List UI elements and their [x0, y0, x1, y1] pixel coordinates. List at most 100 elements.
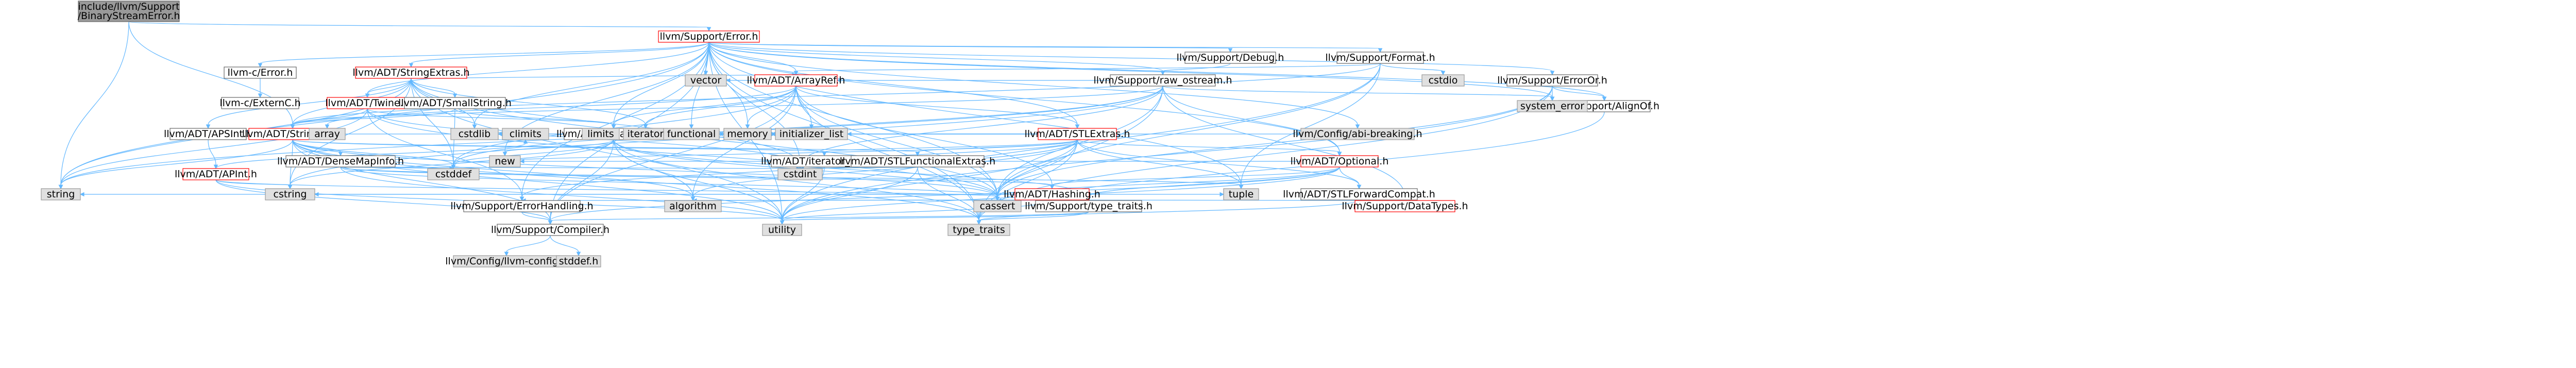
node-label: llvm-c/Error.h — [228, 67, 293, 78]
node-externc[interactable]: llvm-c/ExternC.h — [219, 97, 301, 109]
node-debug[interactable]: llvm/Support/Debug.h — [1177, 52, 1284, 64]
node-limits[interactable]: limits — [582, 128, 620, 140]
node-memory[interactable]: memory — [723, 128, 772, 140]
node-functional[interactable]: functional — [663, 128, 720, 140]
arrowhead — [1355, 124, 1360, 129]
node-climits[interactable]: climits — [502, 128, 549, 140]
node-box — [685, 74, 727, 87]
node-label: llvm/Support/raw_ostream.h — [1093, 75, 1232, 86]
node-vector[interactable]: vector — [685, 74, 727, 87]
edge-cerror-to-externc — [258, 78, 263, 98]
node-format[interactable]: llvm/Support/Format.h — [1325, 52, 1435, 64]
node-cstddef[interactable]: cstddef — [427, 168, 480, 180]
arrowhead — [523, 139, 528, 144]
arrowhead — [548, 220, 553, 225]
node-label: cassert — [980, 200, 1015, 212]
node-abibreaking[interactable]: llvm/Config/abi-breaking.h — [1293, 128, 1422, 140]
node-error[interactable]: llvm/Support/Error.h — [658, 30, 760, 43]
node-box — [450, 128, 499, 140]
node-twine[interactable]: llvm/ADT/Twine.h — [325, 97, 410, 109]
arrowhead — [472, 124, 477, 129]
node-label: new — [495, 156, 515, 167]
arrowhead — [779, 220, 785, 225]
node-llvmconfig[interactable]: llvm/Config/llvm-config.h — [445, 255, 568, 267]
arrowhead — [745, 124, 750, 129]
node-label: llvm/ADT/Optional.h — [1291, 156, 1389, 167]
node-root: include/llvm/Support/BinaryStreamError.h — [78, 1, 180, 22]
arrowhead — [995, 196, 1000, 202]
node-cassert[interactable]: cassert — [973, 200, 1022, 212]
arrowhead — [822, 152, 827, 157]
edge-optional-to-stlfwd — [1339, 166, 1362, 190]
node-densemapinfo[interactable]: llvm/ADT/DenseMapInfo.h — [277, 155, 404, 168]
arrowhead — [290, 124, 295, 129]
node-smallstring[interactable]: llvm/ADT/SmallString.h — [398, 97, 512, 109]
node-cstdlib[interactable]: cstdlib — [450, 128, 499, 140]
node-stringextras[interactable]: llvm/ADT/StringExtras.h — [352, 66, 470, 79]
node-box — [404, 97, 506, 109]
edge-error-to-erroror — [708, 42, 1555, 76]
node-stlfwd[interactable]: llvm/ADT/STLForwardCompat.h — [1283, 188, 1435, 200]
node-label: stddef.h — [559, 256, 599, 267]
edge-format-to-tuple — [1239, 63, 1381, 190]
node-apint[interactable]: llvm/ADT/APInt.h — [175, 168, 257, 180]
node-label: climits — [510, 128, 541, 140]
node-label: vector — [690, 75, 721, 86]
node-algorithm[interactable]: algorithm — [664, 200, 722, 212]
node-erroror[interactable]: llvm/Support/ErrorOr.h — [1497, 74, 1607, 87]
node-box — [1110, 74, 1216, 87]
node-box — [78, 1, 180, 22]
arrowhead — [706, 27, 711, 32]
node-initlist[interactable]: initializer_list — [775, 128, 848, 140]
node-box — [777, 168, 823, 180]
node-box — [497, 224, 604, 236]
node-box — [1038, 128, 1117, 140]
arrowhead — [1160, 71, 1165, 76]
node-box — [1336, 52, 1424, 64]
arrowhead — [206, 124, 211, 129]
edges — [58, 21, 1607, 257]
node-optional[interactable]: llvm/ADT/Optional.h — [1291, 155, 1389, 168]
arrowhead — [976, 220, 981, 225]
node-tuple[interactable]: tuple — [1223, 188, 1259, 200]
node-cerror[interactable]: llvm-c/Error.h — [224, 66, 297, 79]
node-stlextras[interactable]: llvm/ADT/STLExtras.h — [1025, 128, 1130, 140]
node-hashing[interactable]: llvm/ADT/Hashing.h — [1004, 188, 1100, 200]
arrowhead — [79, 192, 84, 197]
edge-stlextras-to-tuple — [1077, 139, 1244, 190]
node-label: limits — [587, 128, 614, 140]
node-stddef[interactable]: stddef.h — [556, 255, 601, 267]
node-cstdint[interactable]: cstdint — [777, 168, 823, 180]
node-datatypes[interactable]: llvm/Support/DataTypes.h — [1342, 200, 1468, 212]
node-label: system_error — [1520, 101, 1584, 112]
arrowhead — [325, 124, 330, 129]
node-stlfunc[interactable]: llvm/ADT/STLFunctionalExtras.h — [840, 155, 995, 168]
node-iterator[interactable]: iterator — [623, 128, 668, 140]
node-new[interactable]: new — [489, 155, 521, 168]
node-arrayref[interactable]: llvm/ADT/ArrayRef.h — [747, 74, 845, 87]
node-array[interactable]: array — [309, 128, 346, 140]
node-box — [309, 128, 346, 140]
node-label: cstdio — [1429, 75, 1458, 86]
node-box — [170, 128, 247, 140]
node-apsint[interactable]: llvm/ADT/APSInt.h — [164, 128, 252, 140]
arrowhead — [643, 124, 648, 129]
node-errhandling[interactable]: llvm/Support/ErrorHandling.h — [450, 200, 594, 212]
node-utility[interactable]: utility — [762, 224, 802, 236]
edge-arrayref-to-typetraitsstd — [795, 86, 981, 225]
node-label: llvm/ADT/Hashing.h — [1004, 189, 1100, 200]
edge-apsint-to-apint — [208, 139, 218, 170]
edge-error-to-abibreaking — [708, 42, 1360, 129]
node-cstdio[interactable]: cstdio — [1421, 74, 1465, 87]
node-typetraitsstd[interactable]: type_traits — [947, 224, 1010, 236]
node-label: include/llvm/Support — [78, 1, 179, 12]
node-box — [1300, 188, 1418, 200]
node-cstring[interactable]: cstring — [265, 188, 315, 200]
node-compiler[interactable]: llvm/Support/Compiler.h — [491, 224, 609, 236]
node-typetraits[interactable]: llvm/Support/type_traits.h — [1025, 200, 1153, 212]
arrowhead — [504, 252, 509, 257]
node-string[interactable]: string — [41, 188, 81, 200]
arrowhead — [611, 124, 616, 129]
node-syserror[interactable]: system_error — [1517, 100, 1588, 112]
node-rawostream[interactable]: llvm/Support/raw_ostream.h — [1093, 74, 1232, 87]
